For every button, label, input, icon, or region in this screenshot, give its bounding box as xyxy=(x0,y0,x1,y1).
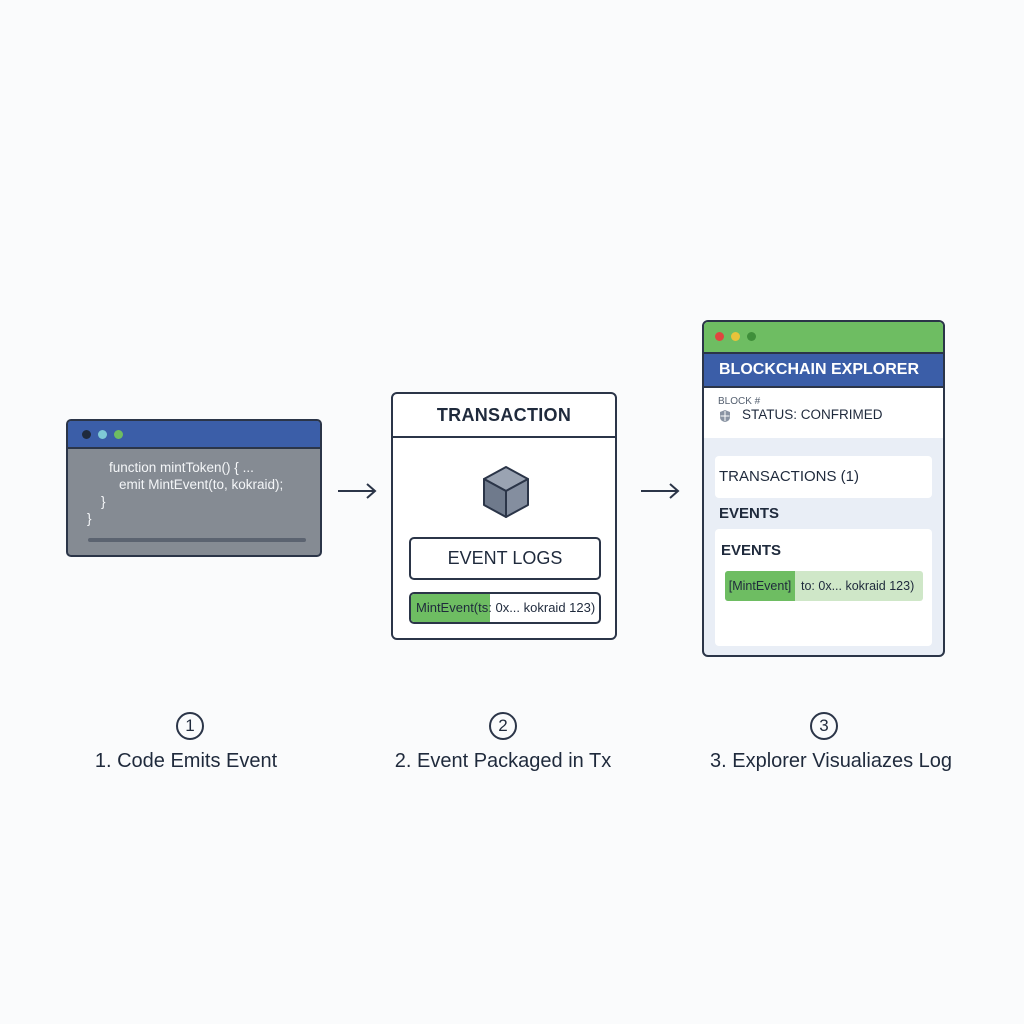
window-dot-icon xyxy=(114,430,123,439)
code-scrollbar xyxy=(88,538,306,542)
event-log-entry: MintEvent(ts: 0x... kokraid 123) xyxy=(409,592,601,624)
log-highlight xyxy=(411,594,490,622)
transaction-title: TRANSACTION xyxy=(393,394,615,438)
step-label-3: 3. Explorer Visualiazes Log xyxy=(710,750,952,772)
events-card-title: EVENTS xyxy=(721,542,782,559)
arrow-right-icon xyxy=(641,483,680,499)
package-box-icon xyxy=(483,466,529,518)
code-window-titlebar xyxy=(68,421,320,449)
explorer-title: BLOCKCHAIN EXPLORER xyxy=(704,352,943,388)
transaction-card: TRANSACTION EVENT LOGS MintEvent(ts: 0x.… xyxy=(391,392,617,640)
shield-icon xyxy=(720,410,730,422)
window-dot-icon xyxy=(98,430,107,439)
log-event-tag: [MintEvent] xyxy=(725,571,795,601)
code-line: } xyxy=(87,511,92,526)
code-line: function mintToken() { ... xyxy=(109,460,254,475)
window-dot-icon xyxy=(731,332,740,341)
code-editor-window: function mintToken() { ... emit MintEven… xyxy=(66,419,322,557)
log-entry-text: MintEvent(ts: 0x... kokraid 123) xyxy=(416,600,596,615)
window-dot-icon xyxy=(747,332,756,341)
arrow-right-icon xyxy=(338,483,377,499)
transactions-item[interactable]: TRANSACTIONS (1) xyxy=(715,456,932,498)
explorer-titlebar xyxy=(704,322,943,352)
block-status-panel: BLOCK # STATUS: CONFRIMED xyxy=(704,388,943,438)
log-event-args: to: 0x... kokraid 123) xyxy=(801,579,915,593)
step-label-1: 1. Code Emits Event xyxy=(94,750,278,772)
step-label-2: 2. Event Packaged in Tx xyxy=(394,750,612,772)
events-card: EVENTS [MintEvent] to: 0x... kokraid 123… xyxy=(715,529,932,646)
window-dot-icon xyxy=(82,430,91,439)
code-line: emit MintEvent(to, kokraid); xyxy=(119,477,284,492)
events-section-label: EVENTS xyxy=(719,505,780,522)
code-line: } xyxy=(101,494,106,509)
step-number-3: 3 xyxy=(810,712,838,740)
block-label: BLOCK # xyxy=(718,396,761,407)
step-number-1: 1 xyxy=(176,712,204,740)
window-dot-icon xyxy=(715,332,724,341)
step-number-2: 2 xyxy=(489,712,517,740)
event-logs-button[interactable]: EVENT LOGS xyxy=(409,537,601,580)
blockchain-explorer-window: BLOCKCHAIN EXPLORER BLOCK # STATUS: CONF… xyxy=(702,320,945,657)
explorer-log-entry[interactable]: [MintEvent] to: 0x... kokraid 123) xyxy=(725,571,923,601)
status-text: STATUS: CONFRIMED xyxy=(742,407,883,422)
